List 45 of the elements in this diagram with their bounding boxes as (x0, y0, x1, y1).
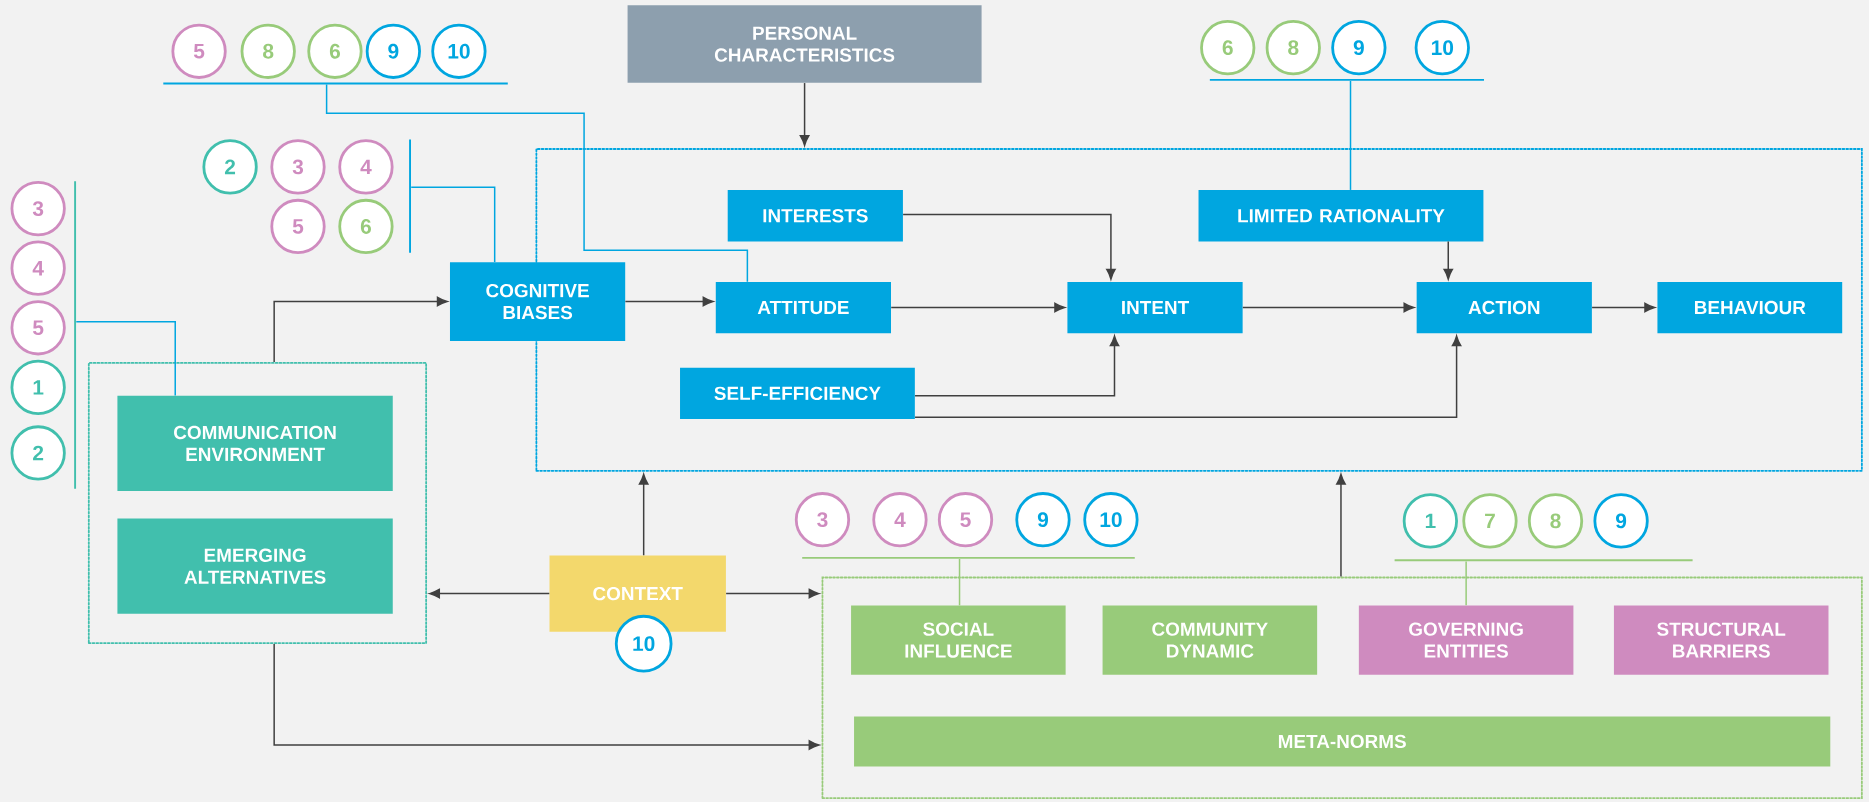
factor-box: CONTEXT (549, 555, 726, 632)
factor-box: COMMUNITY DYNAMIC (1102, 605, 1318, 675)
factor-box: META-NORMS (854, 716, 1831, 767)
bracket-line (1394, 559, 1693, 562)
arrow (725, 588, 820, 599)
factor-box: PERSONAL CHARACTERISTICS (627, 5, 982, 83)
factor-box: SOCIAL INFLUENCE (851, 605, 1066, 675)
arrow (624, 296, 714, 307)
arrow (890, 302, 1066, 313)
leader-line (325, 83, 749, 283)
dotted-frame (87, 361, 428, 644)
bracket-line (802, 556, 1135, 559)
arrow (902, 213, 1116, 280)
arrow (273, 643, 820, 750)
bracket-line (1209, 78, 1484, 81)
bracket-line (163, 82, 508, 85)
arrow (638, 473, 649, 556)
factor-box: ACTION (1416, 281, 1592, 334)
factor-box: EMERGING ALTERNATIVES (117, 518, 393, 614)
leader-line (958, 558, 961, 606)
factor-box: GOVERNING ENTITIES (1358, 605, 1574, 675)
leader-line (75, 321, 176, 397)
arrow (799, 82, 810, 146)
factor-box: COMMUNICATION ENVIRONMENT (117, 395, 393, 491)
bracket-line (409, 139, 411, 253)
arrow (914, 335, 1462, 418)
leader-line (1349, 80, 1352, 191)
leader-line (1465, 560, 1467, 606)
factor-box: ATTITUDE (715, 281, 891, 334)
factor-box: INTENT (1067, 281, 1243, 334)
arrow (1336, 473, 1346, 578)
arrow (1242, 302, 1415, 313)
arrow (429, 588, 551, 599)
bracket-line (74, 181, 77, 489)
arrow (914, 335, 1120, 397)
dotted-frame (821, 576, 1863, 799)
factor-box: LIMITED RATIONALITY (1198, 190, 1484, 242)
factor-box: STRUCTURAL BARRIERS (1613, 605, 1829, 675)
factor-box: COGNITIVE BIASES (449, 262, 626, 341)
factor-box: INTERESTS (727, 190, 903, 242)
arrow (1443, 240, 1454, 280)
factor-box: BEHAVIOUR (1657, 281, 1843, 334)
factor-box: SELF-EFFICIENCY (680, 367, 915, 419)
arrow (1591, 302, 1656, 313)
arrow (273, 296, 448, 363)
